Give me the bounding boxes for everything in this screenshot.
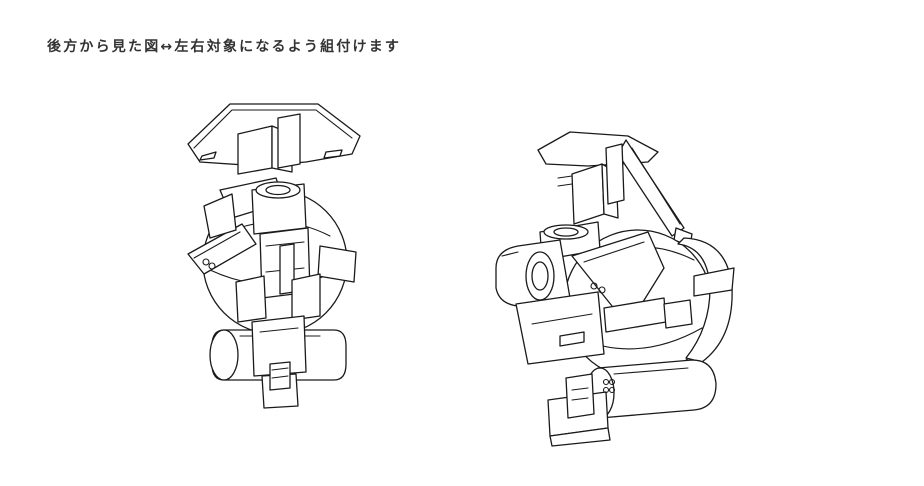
rear-view-illustration bbox=[180, 96, 370, 416]
angled-view-illustration bbox=[488, 128, 738, 446]
instruction-caption: 後方から見た図↔左右対象になるよう組付けます bbox=[47, 39, 402, 55]
